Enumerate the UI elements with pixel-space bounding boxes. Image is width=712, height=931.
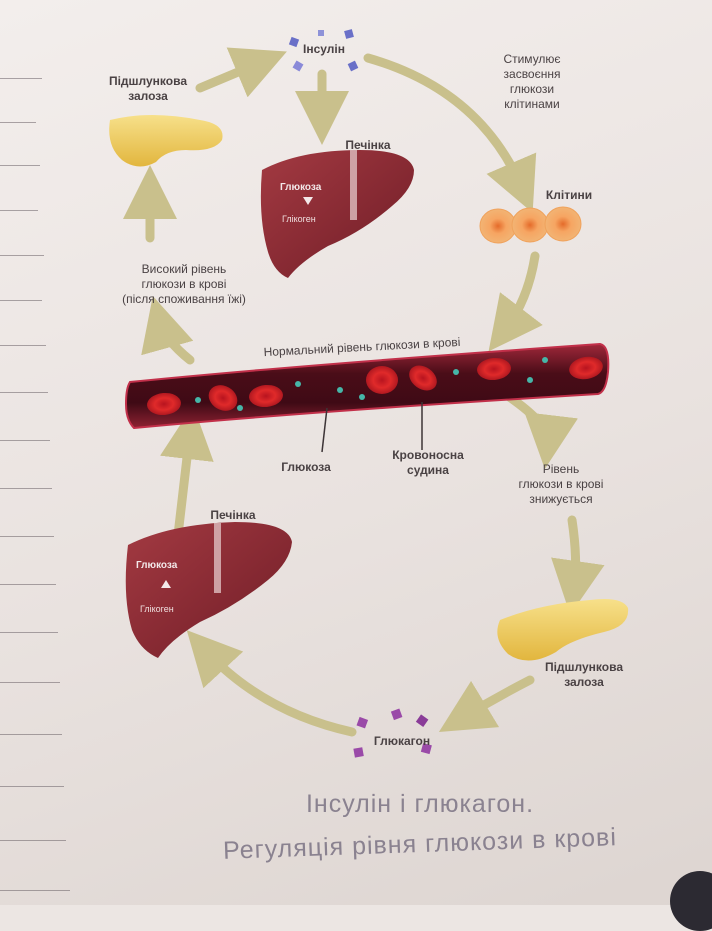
margin-line xyxy=(0,890,70,891)
cycle-arrows xyxy=(123,47,605,737)
margin-line xyxy=(0,682,60,683)
notebook-margin-lines xyxy=(0,0,80,905)
level-falls-line: Рівень xyxy=(542,462,580,476)
high-glucose-line: (після споживання їжі) xyxy=(122,292,246,306)
arrow-vessel-to-level-falls xyxy=(503,391,578,469)
margin-line xyxy=(0,786,64,787)
margin-line xyxy=(0,165,40,166)
margin-line xyxy=(0,734,62,735)
margin-line xyxy=(0,300,42,301)
liver-bottom-glycogen-text: Глікоген xyxy=(140,604,174,614)
glucagon-molecules xyxy=(353,708,432,758)
vessel-label: Кровоносна судина xyxy=(378,448,478,478)
level-falls-line: глюкози в крові xyxy=(518,477,604,491)
pancreas-top-line: Підшлункова xyxy=(108,74,188,88)
margin-line xyxy=(0,255,44,256)
pancreas-bottom-line: Підшлункова xyxy=(544,660,624,674)
arrow-cells-to-vessel xyxy=(488,251,543,352)
margin-line xyxy=(0,440,50,441)
stimulates-line: Стимулює xyxy=(503,52,561,66)
stimulates-line: клітинами xyxy=(504,97,560,111)
vessel-line: судина xyxy=(407,463,449,477)
stimulates-label: Стимулює засвоєння глюкози клітинами xyxy=(480,52,584,112)
arrow-pancreas-to-glucagon xyxy=(438,675,535,732)
cells xyxy=(479,206,582,244)
margin-line xyxy=(0,392,48,393)
arrow-liver-to-vessel xyxy=(160,405,214,540)
pancreas-bottom-label: Підшлункова залоза xyxy=(528,660,640,690)
liver-top-glycogen-text: Глікоген xyxy=(282,214,316,224)
glucose-label: Глюкоза xyxy=(281,460,331,474)
caption-line-1: Інсулін і глюкагон. xyxy=(305,790,535,818)
liver-top: Глюкоза Глікоген xyxy=(260,150,414,278)
arrow-insulin-to-cells xyxy=(363,53,537,213)
insulin-label: Інсулін xyxy=(303,42,345,56)
margin-line xyxy=(0,122,36,123)
vessel-line: Кровоносна xyxy=(392,448,464,462)
high-glucose-label: Високий рівень глюкози в крові (після сп… xyxy=(92,262,276,307)
liver-top-glucose-text: Глюкоза xyxy=(280,182,322,193)
pancreas-top-line: залоза xyxy=(128,89,168,103)
glucose-regulation-diagram: Глюкоза Глікоген Глюкоза Глікоген xyxy=(109,29,629,758)
liver-top-label: Печінка xyxy=(345,138,391,152)
margin-line xyxy=(0,78,42,79)
cells-label: Клітини xyxy=(545,188,593,202)
pancreas-bottom-line: залоза xyxy=(564,675,604,689)
glucagon-label: Глюкагон xyxy=(373,734,431,748)
insulin-molecules xyxy=(288,29,359,72)
stimulates-line: засвоєння xyxy=(503,67,561,81)
margin-line xyxy=(0,536,54,537)
margin-line xyxy=(0,345,46,346)
margin-line xyxy=(0,210,38,211)
liver-bottom-glucose-text: Глюкоза xyxy=(136,560,178,571)
level-falls-line: знижується xyxy=(529,492,593,506)
level-falls-label: Рівень глюкози в крові знижується xyxy=(500,462,622,507)
pancreas-bottom xyxy=(497,599,629,661)
arrow-level-falls-to-pancreas xyxy=(551,515,605,615)
high-glucose-line: глюкози в крові xyxy=(141,277,227,291)
arrow-vessel-to-high-level xyxy=(141,295,195,365)
pancreas-top-label: Підшлункова залоза xyxy=(92,74,204,104)
arrow-pancreas-to-insulin xyxy=(195,47,287,98)
blood-vessel xyxy=(124,342,610,430)
margin-line xyxy=(0,632,58,633)
stimulates-line: глюкози xyxy=(509,82,555,96)
margin-line xyxy=(0,584,56,585)
margin-line xyxy=(0,840,66,841)
liver-bottom-label: Печінка xyxy=(210,508,256,522)
margin-line xyxy=(0,488,52,489)
liver-bottom: Глюкоза Глікоген xyxy=(125,522,292,658)
glucose-pointer xyxy=(321,407,328,453)
arrow-glucagon-to-liver xyxy=(186,630,357,737)
high-glucose-line: Високий рівень xyxy=(141,262,227,276)
pancreas-top xyxy=(109,115,223,167)
